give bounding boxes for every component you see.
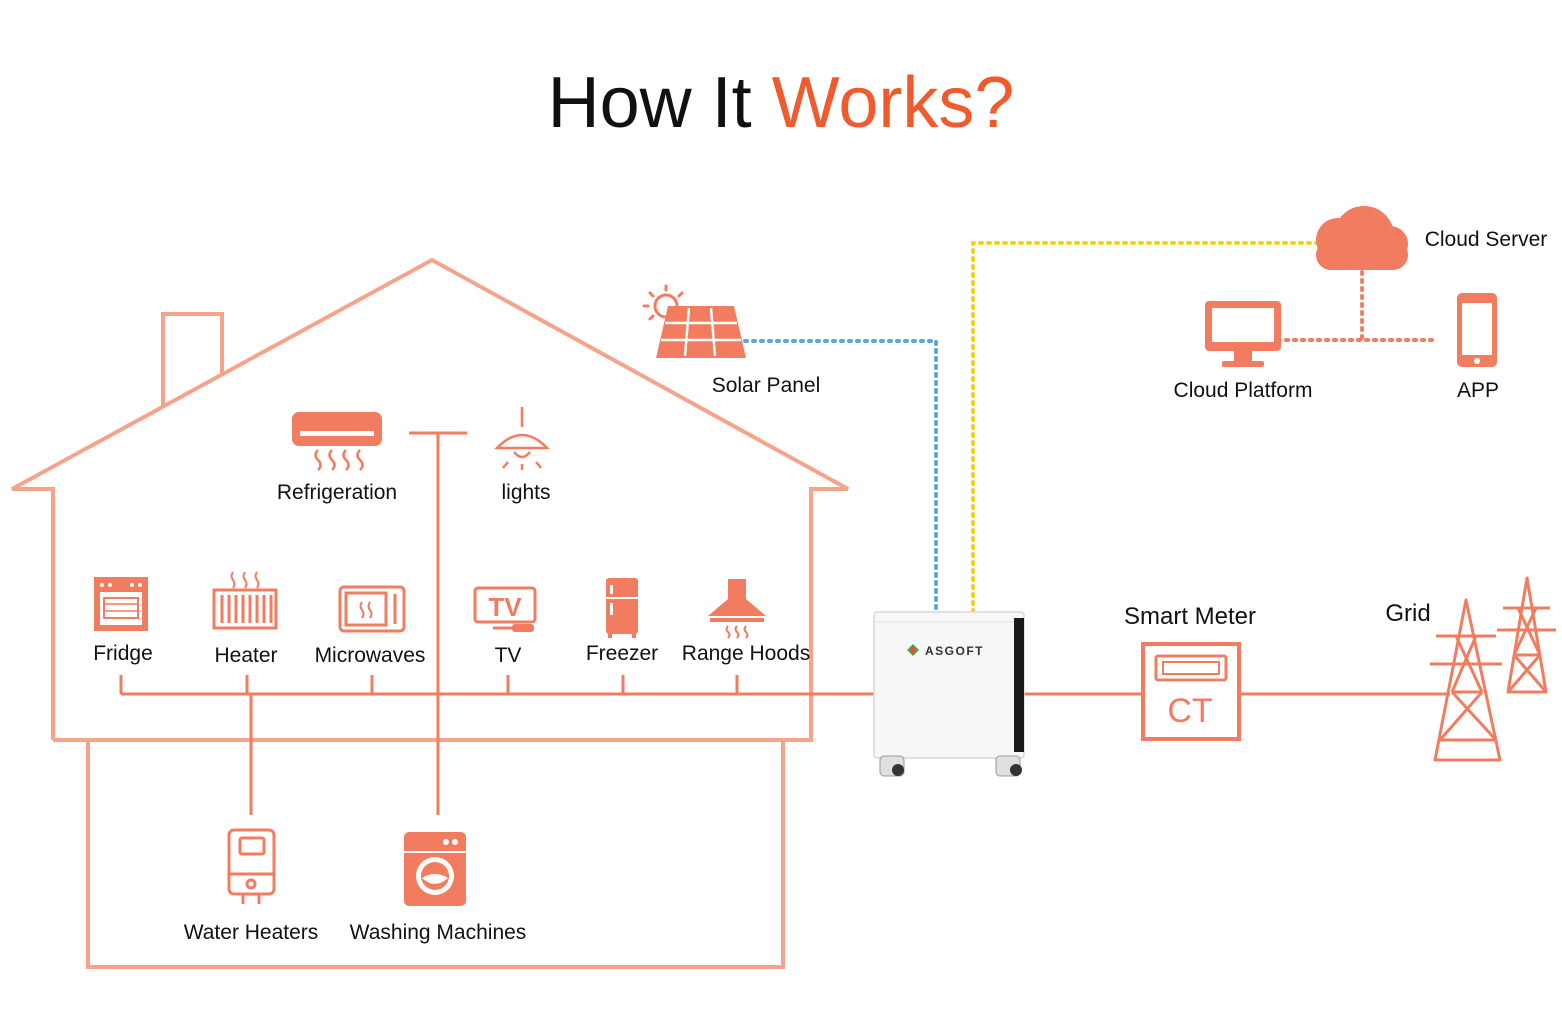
label-cloud-platform: Cloud Platform — [1174, 379, 1313, 402]
ct-text: CT — [1167, 692, 1212, 730]
oven-icon — [94, 577, 148, 631]
label-cloud-server: Cloud Server — [1425, 228, 1548, 251]
title-accent: Works? — [771, 63, 1015, 143]
cloud-client-links — [1284, 270, 1434, 342]
label-washing-machines: Washing Machines — [350, 921, 527, 944]
brand-logo: ASGOFT — [907, 644, 984, 658]
battery-unit-icon: ASGOFT — [873, 611, 1025, 777]
label-water-heaters: Water Heaters — [184, 921, 319, 944]
solar-data-link — [743, 339, 938, 614]
label-solar-panel: Solar Panel — [712, 374, 821, 397]
label-microwaves: Microwaves — [315, 644, 426, 667]
power-tower-icon — [1430, 576, 1556, 762]
house-outline — [11, 257, 849, 969]
label-smart-meter: Smart Meter — [1124, 603, 1256, 630]
range-hood-icon — [708, 579, 766, 639]
smart-meter-icon: CT — [1141, 642, 1241, 741]
air-conditioner-icon — [292, 412, 382, 471]
light-bulb-icon — [494, 407, 550, 470]
page-title: How It Works? — [0, 62, 1562, 144]
tv-icon: TV — [473, 586, 537, 632]
washing-machine-icon — [404, 832, 466, 906]
house-wiring — [119, 431, 880, 815]
monitor-icon — [1205, 301, 1281, 367]
phone-icon — [1457, 293, 1497, 367]
water-heater-icon — [227, 828, 276, 904]
label-grid: Grid — [1385, 600, 1430, 627]
cloud-data-link — [971, 241, 1320, 614]
tv-icon-text: TV — [488, 592, 522, 622]
brand-text: ASGOFT — [925, 644, 984, 658]
label-app: APP — [1457, 379, 1499, 402]
cloud-icon — [1316, 206, 1408, 270]
label-fridge: Fridge — [93, 642, 153, 665]
label-lights: lights — [501, 481, 550, 504]
label-heater: Heater — [214, 644, 277, 667]
fridge-icon — [606, 578, 638, 638]
radiator-icon — [212, 571, 278, 630]
label-freezer: Freezer — [586, 642, 658, 665]
title-prefix: How It — [547, 63, 772, 143]
microwave-icon — [338, 585, 406, 633]
solar-panel-icon — [642, 284, 746, 358]
label-refrigeration: Refrigeration — [277, 481, 397, 504]
label-tv: TV — [495, 644, 522, 667]
label-range-hoods: Range Hoods — [682, 642, 810, 665]
